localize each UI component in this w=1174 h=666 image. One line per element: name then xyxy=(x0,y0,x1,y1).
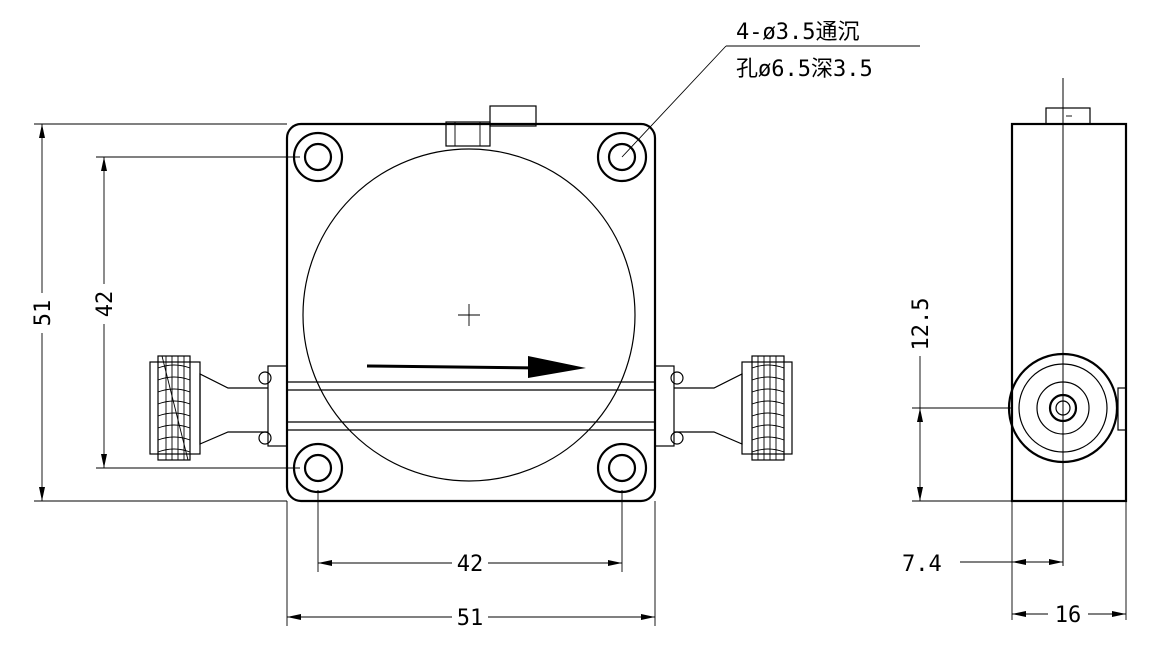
side-body xyxy=(1010,122,1128,503)
left-flange xyxy=(267,365,288,447)
mounting-hole-tr xyxy=(596,131,648,183)
dim-side-width: 16 xyxy=(1055,603,1082,628)
direction-arrow-head xyxy=(528,356,586,378)
top-tab-cap xyxy=(489,105,537,127)
dim-front-height: 51 xyxy=(31,300,56,327)
callout-line1: 4-ø3.5通沉 xyxy=(736,20,859,45)
left-connector xyxy=(149,355,201,461)
housing-body xyxy=(285,122,657,503)
right-flange xyxy=(654,365,675,447)
callout-leader xyxy=(621,45,727,158)
top-tab xyxy=(445,121,491,147)
mounting-hole-tl xyxy=(292,131,344,183)
mounting-hole-bl xyxy=(292,442,344,494)
front-view: 4-ø3.5通沉 孔ø6.5深3.5 51 42 42 51 xyxy=(30,20,920,631)
right-connector xyxy=(741,355,793,461)
direction-arrow-shaft xyxy=(366,364,541,370)
dim-front-hole-horizontal: 42 xyxy=(457,552,484,577)
callout-line2: 孔ø6.5深3.5 xyxy=(736,57,873,82)
dim-front-hole-vertical: 42 xyxy=(93,291,118,318)
ferrite-circle xyxy=(302,148,636,482)
dim-side-connector-offset: 7.4 xyxy=(902,552,942,577)
dim-side-connector-height: 12.5 xyxy=(909,298,934,351)
dim-front-width: 51 xyxy=(457,606,484,631)
side-view: 12.5 7.4 16 xyxy=(902,78,1128,628)
mounting-hole-br xyxy=(596,442,648,494)
